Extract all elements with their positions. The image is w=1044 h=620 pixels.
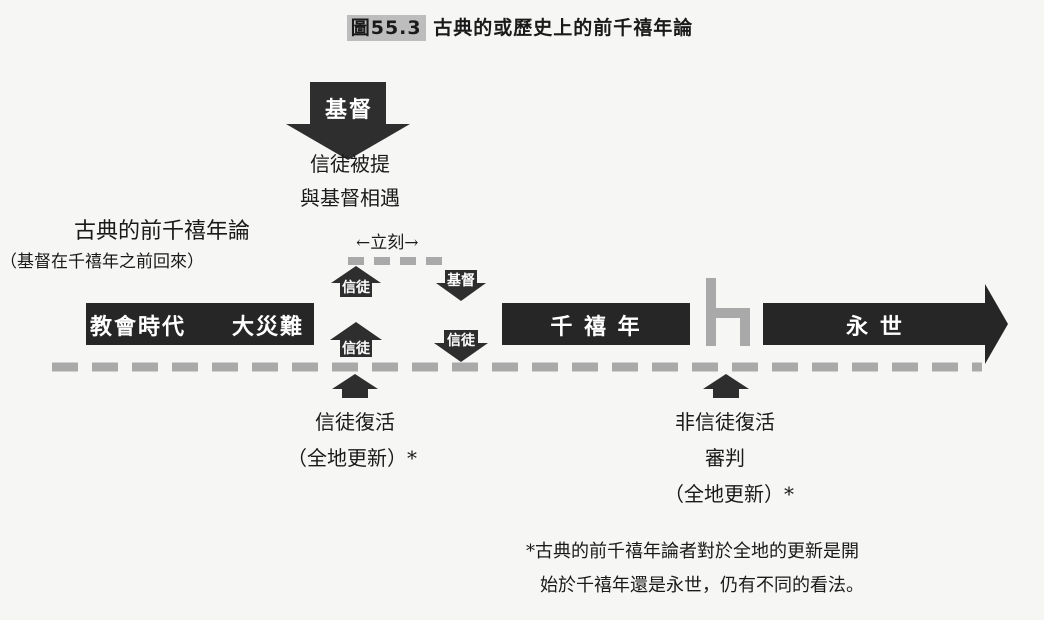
believers-down-label: 信徒: [447, 333, 475, 349]
unbelievers-resurrection-arrow: [703, 374, 749, 398]
believers-up-arrow-top: [331, 266, 381, 297]
rapture-caption-line1: 信徒被提: [310, 152, 390, 176]
figure-title: 圖55.3 古典的或歷史上的前千禧年論: [310, 12, 730, 44]
eternal-state-label: 永 世: [846, 315, 904, 340]
footnote-line2: 始於千禧年還是永世，仍有不同的看法。: [540, 575, 864, 596]
judgment-label: 審判: [705, 446, 745, 470]
tribulation-label: 大災難: [232, 315, 305, 340]
christ-arrow: [286, 82, 410, 160]
christ-down-label: 基督: [447, 273, 475, 289]
millennium-label: 千 禧 年: [550, 315, 642, 340]
believers-resurrection-line1: 信徒復活: [315, 410, 395, 434]
church-age-bar: [86, 303, 314, 345]
rapture-caption-line2: 與基督相遇: [300, 186, 400, 210]
believers-down-arrow: [434, 330, 488, 362]
figure-number: 圖55.3: [346, 15, 426, 41]
christ-down-arrow: [436, 270, 486, 301]
judgment-mark-leg: [740, 308, 750, 346]
interval-label: ←立刻→: [356, 233, 419, 253]
believers-up-top-label: 信徒: [342, 280, 370, 296]
view-subtitle: （基督在千禧年之前回來）: [0, 252, 204, 272]
believers-resurrection-arrow: [332, 374, 378, 398]
unbelievers-resurrection-line3: （全地更新）*: [664, 482, 794, 506]
believers-up-bottom-label: 信徒: [342, 341, 370, 357]
millennium-bar: [502, 303, 690, 345]
judgment-mark-bar: [706, 308, 750, 318]
believers-resurrection-line2: （全地更新）*: [287, 446, 417, 470]
figure-title-text: 古典的或歷史上的前千禧年論: [433, 17, 694, 39]
eternal-state-arrow: [763, 284, 1008, 364]
view-title: 古典的前千禧年論: [74, 219, 251, 244]
footnote-line1: *古典的前千禧年論者對於全地的更新是開: [526, 541, 859, 562]
christ-arrow-label: 基督: [324, 98, 373, 123]
unbelievers-resurrection-line1: 非信徒復活: [675, 410, 775, 434]
church-age-label: 教會時代: [90, 315, 187, 340]
believers-up-arrow-bottom: [330, 322, 382, 357]
